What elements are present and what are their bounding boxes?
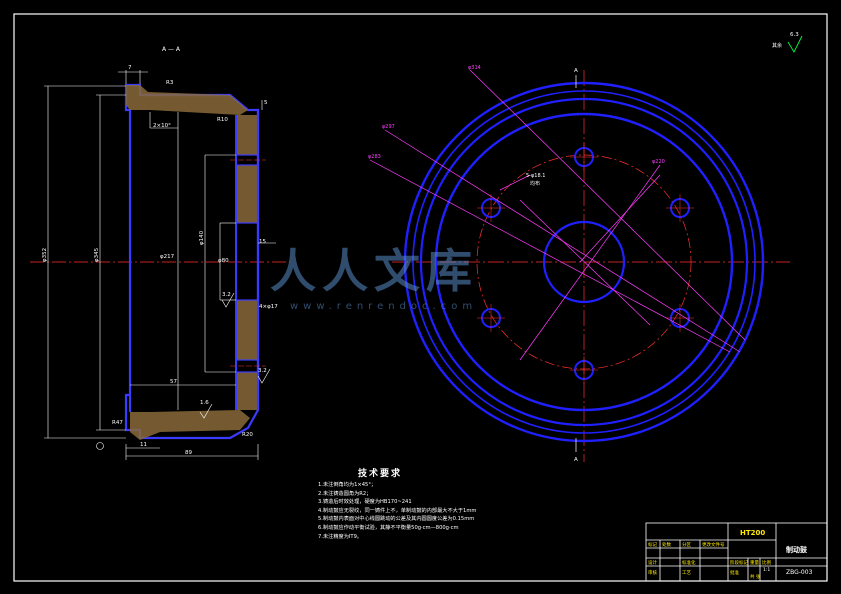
dim-r-bottom-left: R47 xyxy=(112,420,123,426)
tb-cell: 重量 xyxy=(750,561,759,566)
tb-cell: 标准化 xyxy=(682,561,696,566)
tb-cell: 更改文件号 xyxy=(702,543,725,548)
roughness-corner: 6.3 其余 xyxy=(772,32,803,53)
dim-bore: φ140 xyxy=(199,230,205,245)
label-d1: φ314 xyxy=(468,65,481,71)
tb-cell: 标记 xyxy=(648,543,657,548)
dim-chamfer-top: R3 xyxy=(166,80,174,86)
dim-bottom-small: 11 xyxy=(140,442,147,448)
tech-item: 3.铸造后时效处理，硬度为HB170~241 xyxy=(318,499,412,506)
dim-hub-diameter: φ217 xyxy=(160,254,175,260)
tb-cell: 批准 xyxy=(730,571,739,576)
watermark: 人人文库 www.renrendoc.com xyxy=(270,235,478,312)
watermark-text: 人人文库 xyxy=(270,244,478,298)
tech-item: 2.未注铸造圆角为R2； xyxy=(318,490,372,497)
tech-title: 技术要求 xyxy=(358,469,403,479)
dim-hub-width: 15 xyxy=(259,239,266,245)
tb-cell: 工艺 xyxy=(682,571,691,576)
dim-bottom-len: 57 xyxy=(170,379,177,385)
tb-cell: 阶段标记 xyxy=(730,561,748,566)
dim-right-small: 5 xyxy=(264,100,268,106)
section-mark-top: A xyxy=(574,68,578,74)
roughness-b: 1.6 xyxy=(200,400,209,406)
tb-cell: 审核 xyxy=(648,571,657,576)
dim-overall-diameter: φ352 xyxy=(42,248,48,262)
tech-item: 6.制动鼓应作动平衡试验，其静不平衡量50g·cm—800g·cm xyxy=(318,524,459,531)
dim-depth: φ80 xyxy=(218,258,229,264)
tech-item: 4.制动鼓应无裂纹，同一铸件上不，单制动鼓的内部最大不大于1mm xyxy=(318,507,477,514)
material: HT200 xyxy=(740,529,766,537)
tb-cell: 处数 xyxy=(662,543,671,548)
tb-cell: 设计 xyxy=(648,561,657,566)
svg-text:6.3: 6.3 xyxy=(790,32,799,38)
holes-note: 4×φ17 xyxy=(259,304,278,310)
dim-top-width: 7 xyxy=(128,65,132,71)
title-block-frame xyxy=(645,522,828,582)
section-view: A — A φ352 φ345 φ217 φ140 φ80 7 R3 R10 2… xyxy=(30,46,290,460)
tech-item: 1.未注倒角均为1×45°； xyxy=(318,482,377,488)
front-view: A A φ314 φ297 φ283 φ220 5-φ18.1 均布 xyxy=(368,65,790,463)
tech-item: 5.制动鼓内表面对中心线圆跳动的公差及其内圆圆度公差为0.15mm xyxy=(318,516,475,523)
dim-chamfer-inner: R10 xyxy=(217,117,228,123)
svg-text:其余: 其余 xyxy=(772,42,782,49)
dim-r-bottom-right: R20 xyxy=(242,432,253,438)
roughness-a: 3.2 xyxy=(222,292,231,298)
tb-cell: 比例 xyxy=(762,561,771,566)
label-d2: φ297 xyxy=(382,124,395,130)
dim-taper: 2×10° xyxy=(153,123,171,129)
roughness-c: 3.2 xyxy=(258,368,267,374)
label-holes-sub: 均布 xyxy=(530,180,540,187)
tb-scale: 1:1 xyxy=(763,568,771,573)
drawing-no: ZBG-003 xyxy=(786,569,813,576)
dim-inner-diameter: φ345 xyxy=(94,247,100,262)
tech-requirements: 技术要求 1.未注倒角均为1×45°； 2.未注铸造圆角为R2； 3.铸造后时效… xyxy=(318,466,658,541)
section-label: A — A xyxy=(162,46,181,53)
label-d4: φ220 xyxy=(652,159,665,165)
dim-bottom-total: 89 xyxy=(185,450,192,456)
outer-border xyxy=(13,13,828,582)
tech-item: 7.未注精度为IT9。 xyxy=(318,533,363,540)
tb-cell: 共 张 xyxy=(750,575,761,580)
tb-cell: 分区 xyxy=(682,543,691,548)
section-mark-bottom: A xyxy=(574,457,578,463)
label-holes: 5-φ18.1 xyxy=(526,173,545,179)
watermark-url: www.renrendoc.com xyxy=(290,301,478,312)
label-d3: φ283 xyxy=(368,154,381,160)
part-name: 制动鼓 xyxy=(786,546,807,554)
